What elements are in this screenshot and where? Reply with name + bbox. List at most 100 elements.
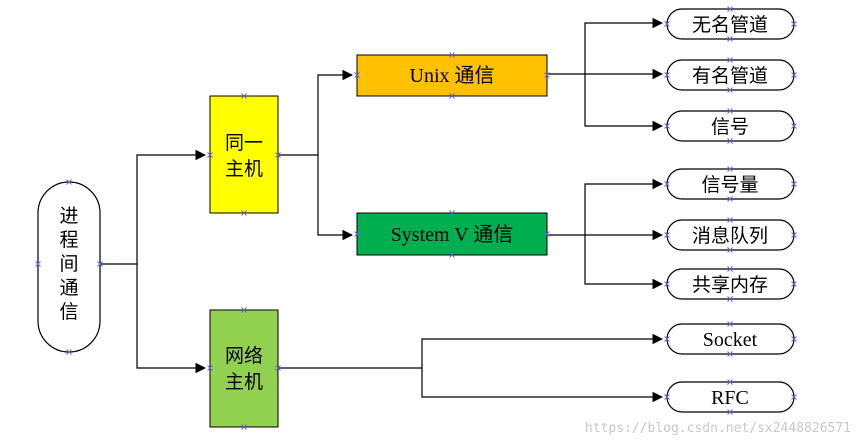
root-char-2: 程 <box>59 229 78 251</box>
connection-handle-17 <box>354 231 360 237</box>
root-char-5: 信 <box>59 301 78 323</box>
connector-unix-bracket <box>547 17 664 75</box>
connection-handle-27 <box>727 87 733 93</box>
connection-handle-18 <box>544 231 550 237</box>
connection-handle-47 <box>727 351 733 357</box>
same-host-box <box>209 95 279 214</box>
connection-handle-8 <box>241 307 247 313</box>
connection-handle-41 <box>664 281 670 287</box>
connection-handle-15 <box>449 93 455 99</box>
connector-network-bracket <box>278 333 664 369</box>
connection-handle-9 <box>207 365 213 371</box>
connection-handle-13 <box>354 72 360 78</box>
connection-handle-3 <box>66 349 72 355</box>
connection-handle-45 <box>664 336 670 342</box>
connectors <box>100 17 664 403</box>
connection-handle-49 <box>664 394 670 400</box>
connection-handle-1 <box>35 261 41 267</box>
connection-handle-0 <box>66 179 72 185</box>
connection-handle-22 <box>791 21 797 27</box>
connection-handle-40 <box>727 266 733 272</box>
connection-handle-19 <box>449 252 455 258</box>
connection-handle-44 <box>727 321 733 327</box>
same-host-node: 同一 主机 <box>209 95 279 214</box>
connection-handle-36 <box>727 217 733 223</box>
connection-handle-37 <box>664 232 670 238</box>
connection-handle-43 <box>727 296 733 302</box>
leaf-message-queue: 消息队列 <box>666 219 795 251</box>
connection-handle-28 <box>727 108 733 114</box>
same-host-line-1: 同一 <box>225 132 263 154</box>
connection-handle-2 <box>97 261 103 267</box>
watermark-text: https://blog.csdn.net/sx2448826571 <box>585 421 851 436</box>
root-char-4: 通 <box>59 277 78 299</box>
svg-text:有名管道: 有名管道 <box>692 65 768 87</box>
connection-handle-25 <box>664 72 670 78</box>
root-node: 进 程 间 通 信 <box>37 181 101 353</box>
connection-handle-14 <box>544 72 550 78</box>
leaf-unnamed-pipe: 无名管道 <box>666 8 795 40</box>
network-host-line-2: 主机 <box>225 371 263 393</box>
sysv-label: System V 通信 <box>391 223 514 246</box>
connection-handle-42 <box>791 281 797 287</box>
leaf-rfc: RFC <box>666 381 795 413</box>
connection-handle-20 <box>727 6 733 12</box>
root-char-3: 间 <box>59 253 78 275</box>
network-host-box <box>209 309 279 428</box>
connection-handle-7 <box>241 210 247 216</box>
connection-handle-32 <box>727 166 733 172</box>
connection-handle-16 <box>449 210 455 216</box>
leaf-socket: Socket <box>666 323 795 355</box>
root-char-1: 进 <box>59 205 78 227</box>
leaf-named-pipe: 有名管道 <box>666 59 795 91</box>
same-host-line-2: 主机 <box>225 158 263 180</box>
connection-handle-46 <box>791 336 797 342</box>
connection-handle-33 <box>664 181 670 187</box>
network-host-line-1: 网络 <box>225 345 263 367</box>
svg-text:信号量: 信号量 <box>701 174 758 196</box>
connection-handle-6 <box>275 152 281 158</box>
connection-handle-12 <box>449 52 455 58</box>
svg-text:RFC: RFC <box>711 387 749 409</box>
connection-handle-48 <box>727 379 733 385</box>
network-host-node: 网络 主机 <box>209 309 279 428</box>
svg-text:无名管道: 无名管道 <box>692 14 768 36</box>
connection-handle-5 <box>207 152 213 158</box>
connector-sysv-shared-memory <box>584 235 664 290</box>
connector-same-host-sysv <box>317 155 354 241</box>
connection-handle-34 <box>791 181 797 187</box>
connector-root-same-host <box>100 149 207 265</box>
connector-root-network <box>136 264 207 374</box>
connector-network-rfc <box>421 368 664 403</box>
connection-handle-35 <box>727 196 733 202</box>
connection-handle-39 <box>727 247 733 253</box>
connection-handle-30 <box>791 123 797 129</box>
connection-handle-21 <box>664 21 670 27</box>
connection-handle-51 <box>727 409 733 415</box>
connection-handle-23 <box>727 36 733 42</box>
connection-handle-38 <box>791 232 797 238</box>
connector-sysv-bracket <box>547 178 664 236</box>
sysv-node: System V 通信 <box>356 212 548 256</box>
connector-same-host-unix <box>279 69 354 156</box>
leaf-semaphore: 信号量 <box>666 168 795 200</box>
svg-text:Socket: Socket <box>703 329 758 351</box>
svg-text:共享内存: 共享内存 <box>692 274 768 296</box>
svg-text:消息队列: 消息队列 <box>692 225 768 247</box>
connector-unix-signal <box>584 74 664 132</box>
connection-handle-24 <box>727 57 733 63</box>
connection-handle-26 <box>791 72 797 78</box>
connection-handle-11 <box>241 424 247 430</box>
svg-text:信号: 信号 <box>711 116 749 138</box>
connection-handle-50 <box>791 394 797 400</box>
leaf-signal: 信号 <box>666 110 795 142</box>
connection-handle-4 <box>241 93 247 99</box>
connection-handle-29 <box>664 123 670 129</box>
connection-handles <box>35 6 797 430</box>
unix-node: Unix 通信 <box>356 54 548 97</box>
leaf-shared-memory: 共享内存 <box>666 268 795 300</box>
connection-handle-31 <box>727 138 733 144</box>
unix-label: Unix 通信 <box>410 64 495 87</box>
connection-handle-10 <box>275 365 281 371</box>
